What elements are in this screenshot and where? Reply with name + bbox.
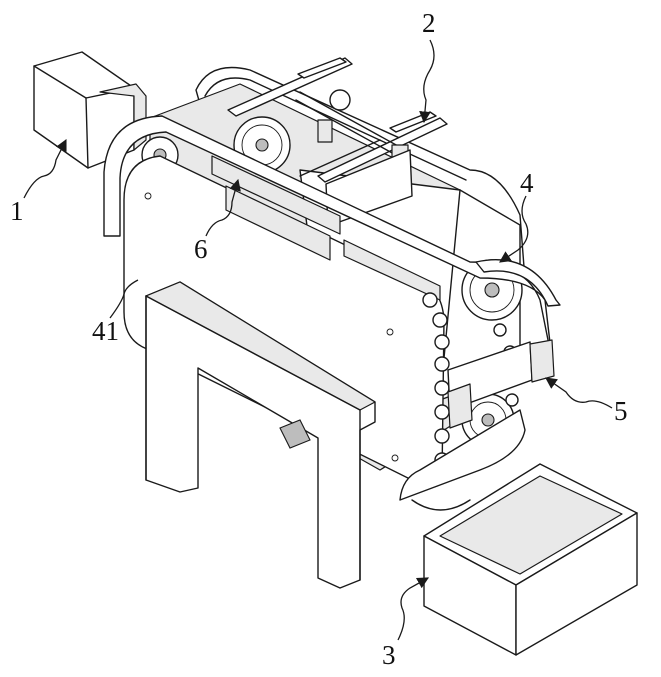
- front-slots: [211, 155, 441, 301]
- label-1: 1: [10, 196, 24, 226]
- label-2: 2: [422, 8, 436, 38]
- collection-box: [423, 463, 638, 656]
- reference-labels: 1 2 3 4 5 6 41: [10, 8, 628, 670]
- label-3: 3: [382, 640, 396, 670]
- gripper-block: [447, 339, 555, 429]
- label-41: 41: [92, 316, 119, 346]
- leader-lines: [23, 39, 613, 641]
- top-rail-assembly: [227, 57, 448, 227]
- label-5: 5: [614, 396, 628, 426]
- label-6: 6: [194, 234, 208, 264]
- bottom-chain-housing: [399, 409, 526, 511]
- label-4: 4: [520, 168, 534, 198]
- support-frame: [145, 281, 376, 589]
- motor: [33, 51, 147, 169]
